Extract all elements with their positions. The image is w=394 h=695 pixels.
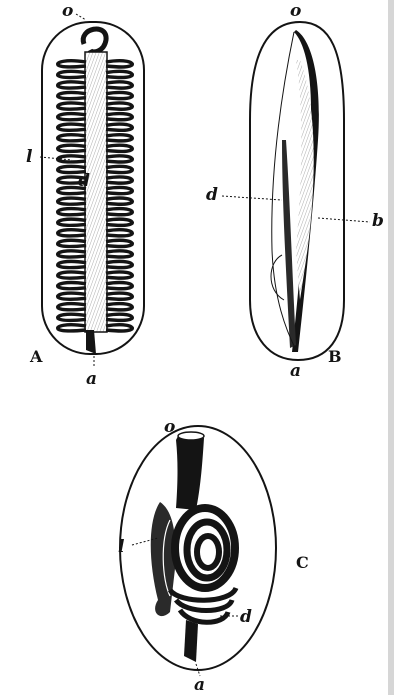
panel-b-gut-stripe: [282, 140, 296, 348]
panel-a-coil-left: [58, 135, 86, 141]
panel-a-coil-right: [106, 261, 132, 267]
panel-a-coil-left: [58, 92, 86, 98]
panel-b-label-d: d: [206, 185, 218, 205]
panel-c-label-o: o: [164, 417, 175, 437]
panel-a-coil-right: [106, 230, 132, 236]
panel-a-coil-right: [106, 92, 132, 98]
panel-a-coil-left: [58, 124, 86, 130]
panel-a-mouth-loop: [83, 29, 106, 52]
panel-c-spiral: [175, 508, 235, 588]
panel-a-coil-left: [58, 261, 86, 267]
panel-a-coil-right: [106, 209, 132, 215]
panel-c-caption: C: [296, 553, 309, 572]
panel-a-coil-left: [58, 293, 86, 299]
panel-a-coil-right: [106, 103, 132, 109]
panel-a-coil-right: [106, 240, 132, 246]
panel-a-coil-right: [106, 166, 132, 172]
panel-a-coil-left: [58, 103, 86, 109]
panel-a-coil-left: [58, 198, 86, 204]
panel-a-label-o: o: [62, 1, 73, 21]
panel-a-coil-right: [106, 124, 132, 130]
panel-a-label-a: a: [86, 369, 97, 389]
panel-b: o d b a B: [206, 1, 384, 381]
panel-a-leader-o: [76, 14, 86, 20]
panel-a-coil-right: [106, 61, 132, 67]
panel-a-anal-tube: [86, 330, 96, 354]
panel-a-coil-left: [58, 61, 86, 67]
panel-a-coil-left: [58, 219, 86, 225]
panel-a-coil-right: [106, 177, 132, 183]
panel-a-coil-right: [106, 325, 132, 331]
panel-a-coil-right: [106, 198, 132, 204]
panel-a-coil-left: [58, 209, 86, 215]
panel-a-coil-left: [58, 156, 86, 162]
panel-a-caption: A: [29, 347, 43, 366]
panel-a-coil-left: [58, 240, 86, 246]
panel-a-central-gut: [85, 52, 107, 332]
panel-a-coil-right: [106, 82, 132, 88]
panel-a-label-d: d: [78, 171, 90, 191]
panel-c-gut-tube: [176, 434, 204, 510]
panel-a-coil-right: [106, 71, 132, 77]
panel-a-coil-right: [106, 314, 132, 320]
panel-a-coil-right: [106, 145, 132, 151]
panel-b-label-b: b: [372, 211, 384, 231]
panel-c-anal-tube: [184, 620, 198, 662]
panel-a-coil-right: [106, 272, 132, 278]
panel-a-coil-right: [106, 156, 132, 162]
panel-a-coil-left: [58, 71, 86, 77]
panel-a-coil-right: [106, 293, 132, 299]
panel-c-label-a: a: [194, 675, 205, 695]
panel-c: o l d a C: [118, 417, 309, 695]
panel-a-coil-right: [106, 114, 132, 120]
panel-a-coil-left: [58, 145, 86, 151]
panel-a-coil-right: [106, 283, 132, 289]
panel-b-caption: B: [328, 347, 342, 366]
panel-a-label-l: l: [26, 147, 33, 167]
panel-a-coil-left: [58, 283, 86, 289]
panel-b-label-a: a: [290, 361, 301, 381]
panel-c-lower-loops: [170, 588, 236, 622]
panel-a-coil-left: [58, 325, 86, 331]
panel-a-coil-right: [106, 251, 132, 257]
panel-c-mouth-opening: [178, 432, 204, 440]
panel-a-coil-left: [58, 272, 86, 278]
panel-b-label-o: o: [290, 1, 301, 21]
panel-a-coil-right: [106, 304, 132, 310]
panel-c-label-l: l: [118, 537, 125, 557]
panel-a-coil-left: [58, 82, 86, 88]
panel-a: o l d a A: [26, 1, 144, 389]
page-edge-shadow: [388, 0, 394, 695]
panel-a-coil-right: [106, 219, 132, 225]
panel-a-coil-left: [58, 114, 86, 120]
panel-a-coil-right: [106, 135, 132, 141]
panel-c-label-d: d: [240, 607, 252, 627]
panel-a-coil-right: [106, 187, 132, 193]
panel-a-coil-left: [58, 251, 86, 257]
panel-a-coil-left: [58, 314, 86, 320]
panel-a-coil-left: [58, 230, 86, 236]
panel-a-coil-left: [58, 304, 86, 310]
